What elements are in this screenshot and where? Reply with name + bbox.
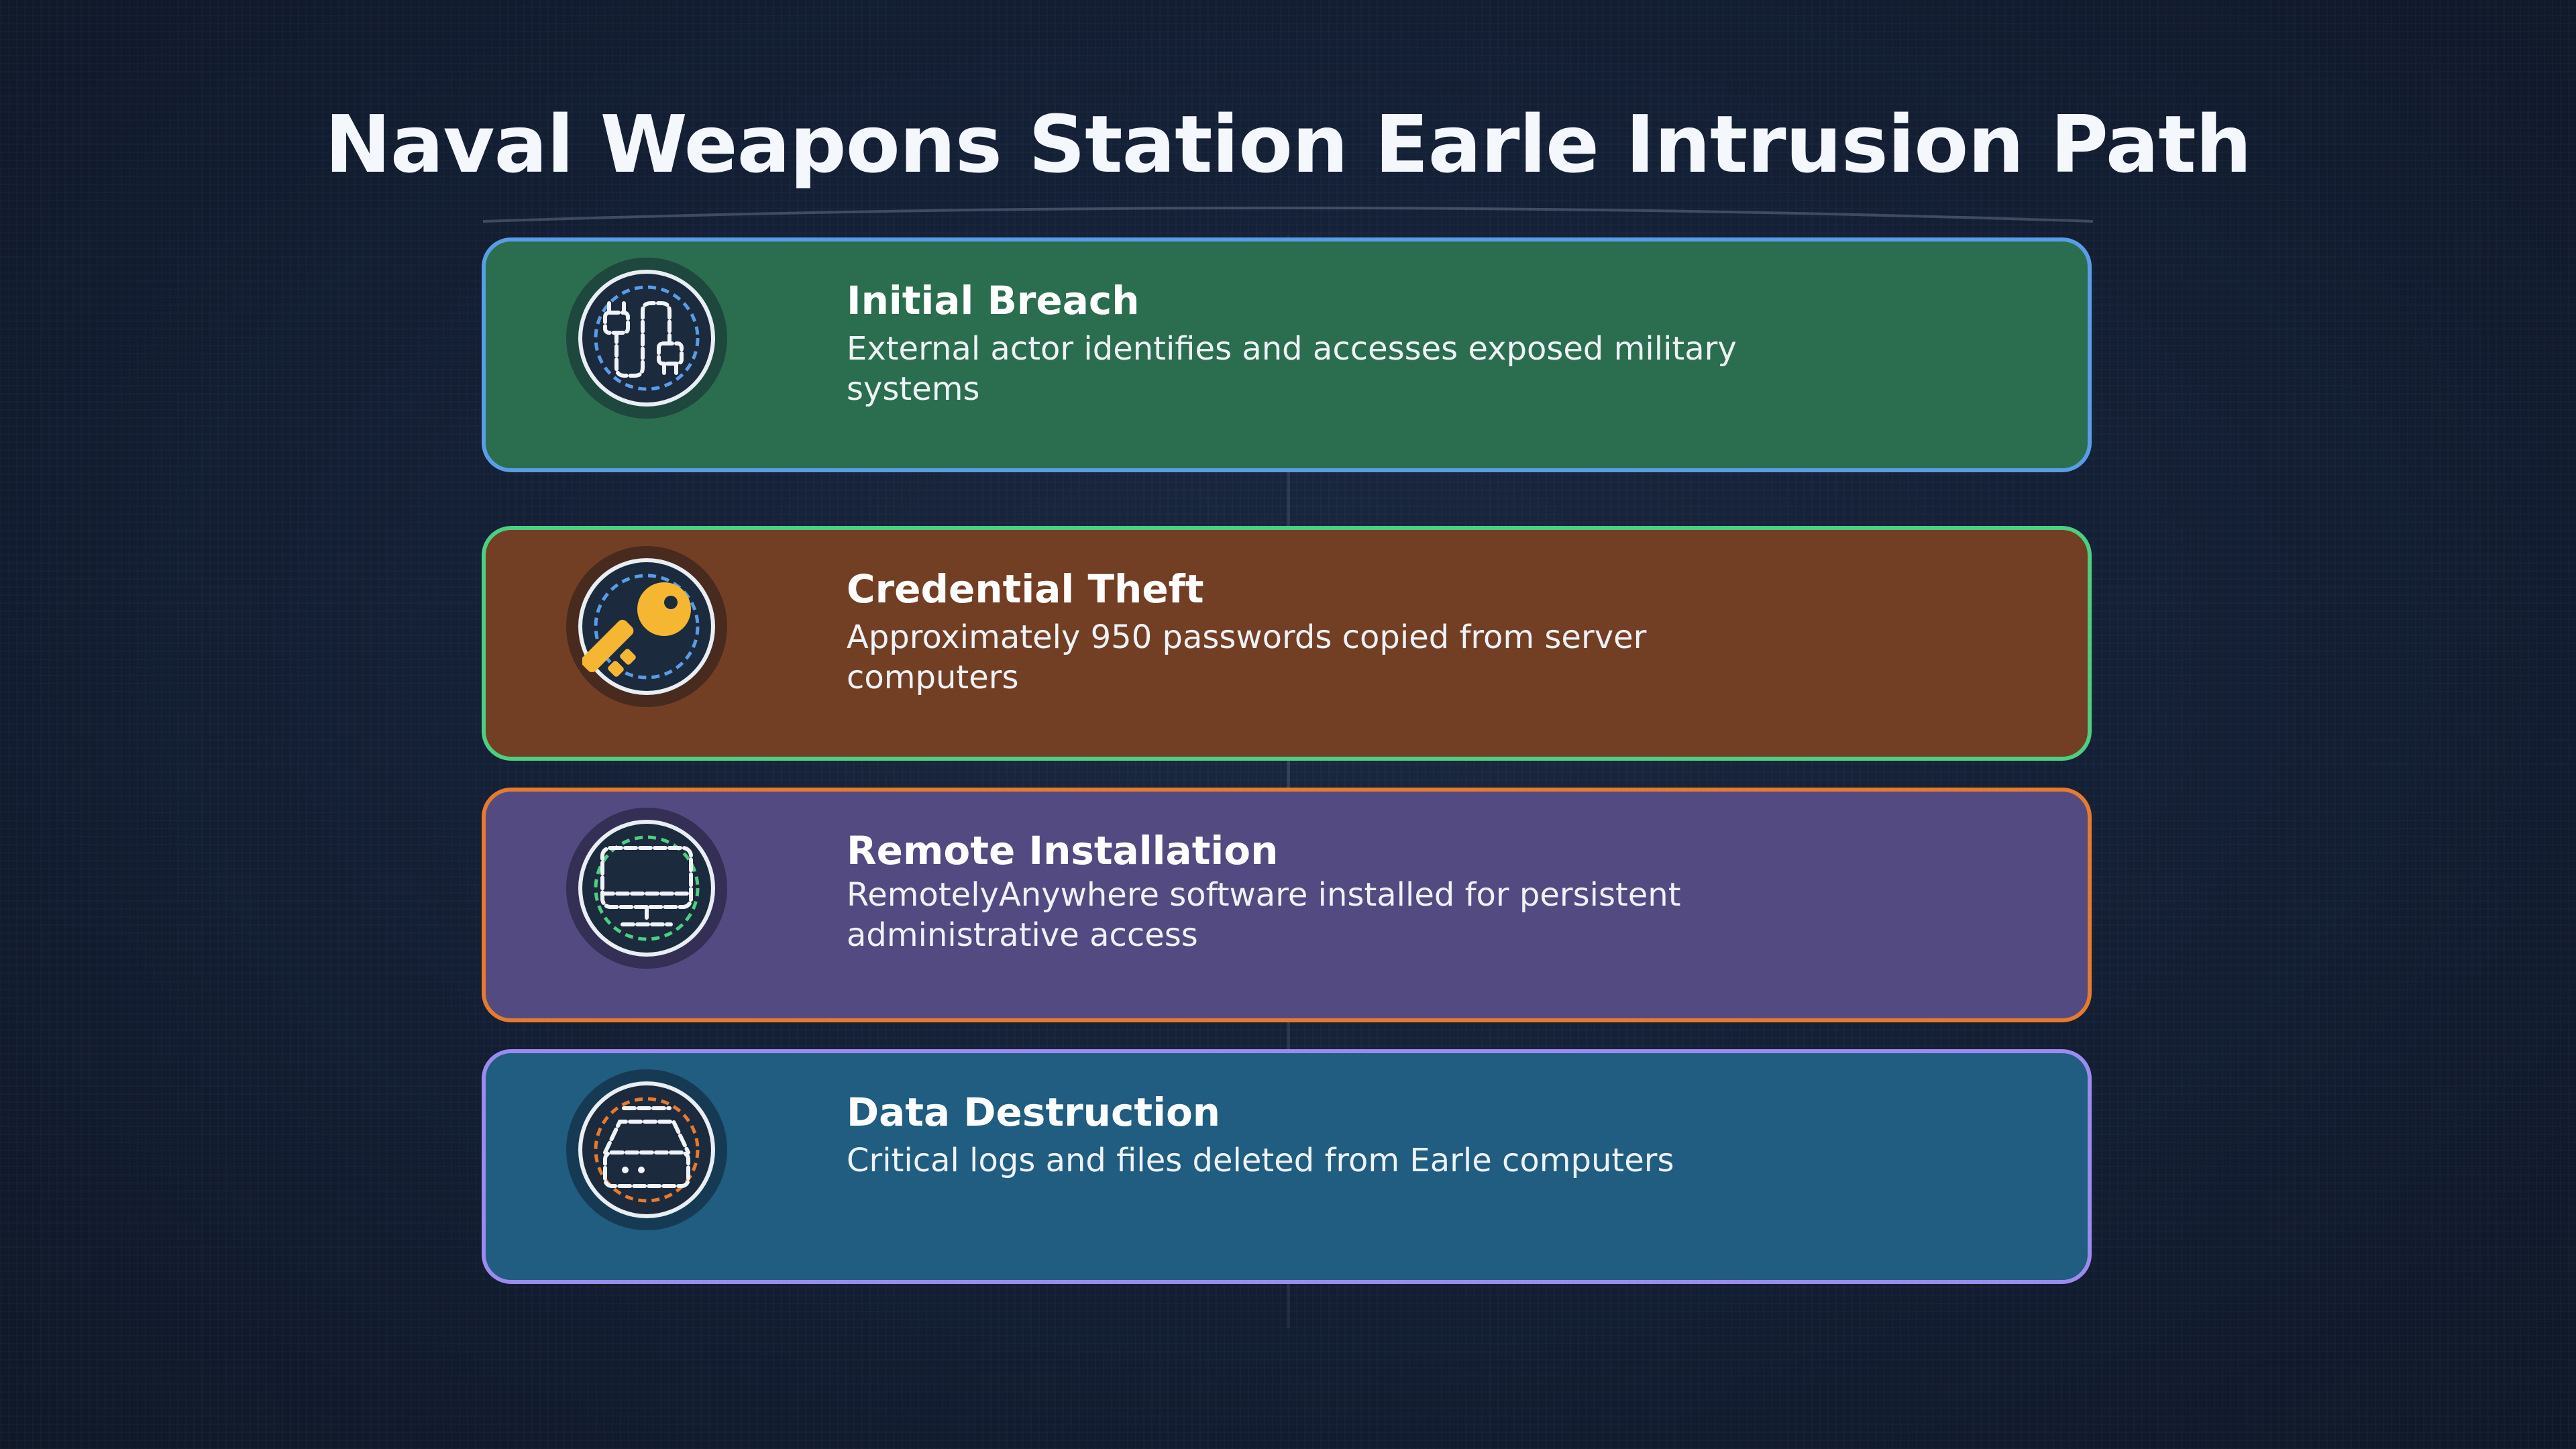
hard-drive-icon — [594, 1097, 700, 1203]
stage-data-destruction: Data Destruction Critical logs and files… — [482, 1049, 2092, 1284]
monitor-icon — [594, 835, 700, 941]
cable-plug-icon — [594, 285, 700, 391]
icon-badge — [566, 546, 727, 707]
stage-description: Critical logs and files deleted from Ear… — [847, 1142, 1674, 1179]
page-title: Naval Weapons Station Earle Intrusion Pa… — [325, 98, 2252, 191]
key-icon — [582, 574, 700, 680]
icon-badge — [566, 258, 727, 419]
stage-description: Approximately 950 passwords copied from … — [847, 619, 1647, 696]
stage-title: Remote Installation — [847, 828, 1279, 873]
stage-title: Data Destruction — [847, 1089, 1221, 1135]
title-divider-arc — [482, 207, 2094, 223]
stage-description: External actor identifies and accesses e… — [847, 330, 1737, 408]
timeline-spine — [1287, 235, 1290, 1328]
icon-badge — [566, 1069, 727, 1230]
stage-initial-breach: Initial Breach External actor identifies… — [482, 237, 2092, 472]
stage-title: Credential Theft — [847, 566, 1204, 612]
stage-remote-installation: Remote Installation RemotelyAnywhere sof… — [482, 788, 2092, 1022]
stage-credential-theft: Credential Theft Approximately 950 passw… — [482, 526, 2092, 761]
icon-badge — [566, 808, 727, 969]
stage-title: Initial Breach — [847, 278, 1140, 323]
stage-description: RemotelyAnywhere software installed for … — [847, 876, 1681, 954]
